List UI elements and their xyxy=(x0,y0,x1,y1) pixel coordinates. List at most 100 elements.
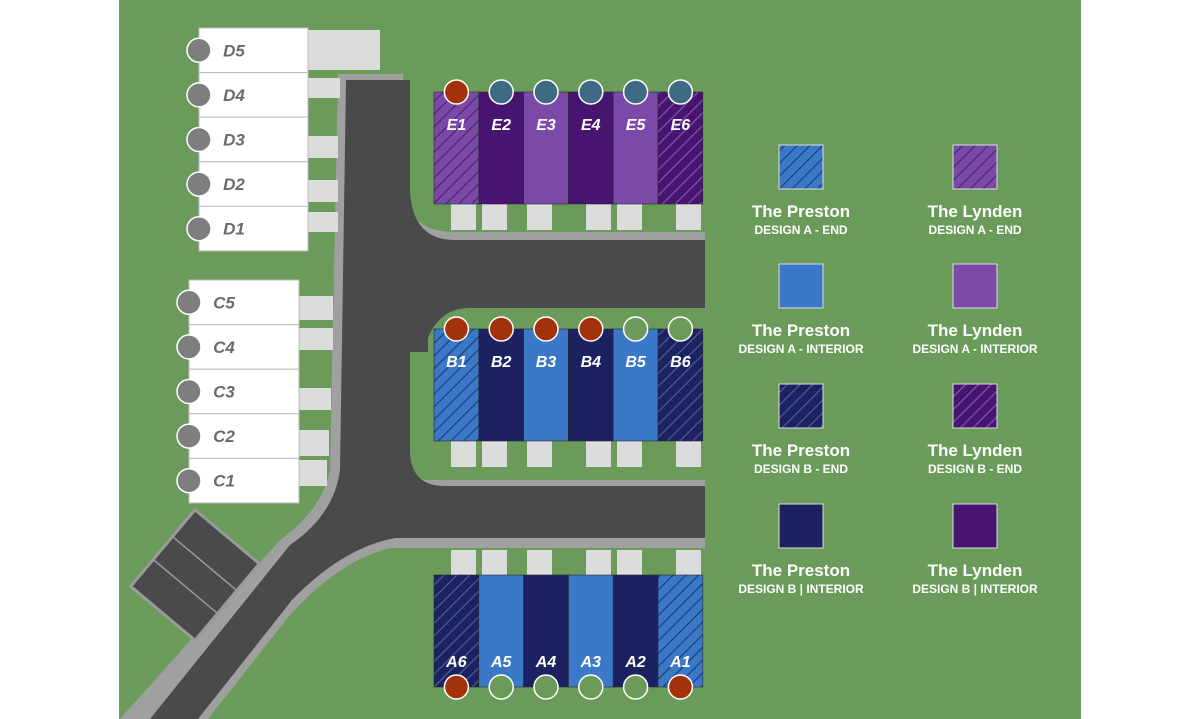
lot-c4[interactable]: C4 xyxy=(176,324,300,370)
legend-name: The Lynden xyxy=(928,441,1023,460)
legend-design: DESIGN B - END xyxy=(754,462,848,476)
lot-label: B6 xyxy=(670,354,691,371)
lot-b4[interactable]: B4 xyxy=(568,316,614,467)
legend-design: DESIGN A - END xyxy=(754,223,847,237)
lot-status-marker xyxy=(622,674,649,700)
lot-parcel xyxy=(198,205,309,252)
lot-label: A4 xyxy=(535,654,557,671)
lot-a3[interactable]: A3 xyxy=(568,550,614,700)
lot-e6[interactable]: E6 xyxy=(657,79,704,230)
lot-a2[interactable]: A2 xyxy=(612,550,659,700)
legend-swatch xyxy=(778,503,824,549)
lot-d4[interactable]: D4 xyxy=(186,72,309,118)
legend-swatch xyxy=(952,263,998,309)
townhome-unit xyxy=(657,91,704,205)
c-driveways xyxy=(299,296,333,486)
legend-name: The Preston xyxy=(752,441,850,460)
lot-label: B3 xyxy=(536,354,557,371)
lot-b2[interactable]: B2 xyxy=(478,316,524,467)
lot-label: B4 xyxy=(581,354,602,371)
lot-status-marker xyxy=(667,79,694,105)
lot-status-marker xyxy=(622,79,649,105)
lot-status-marker xyxy=(186,82,212,108)
lot-c3[interactable]: C3 xyxy=(176,368,300,415)
lot-e2[interactable]: E2 xyxy=(478,79,524,230)
lot-label: A6 xyxy=(445,654,467,671)
lot-e1[interactable]: E1 xyxy=(433,79,480,230)
legend-name: The Lynden xyxy=(928,202,1023,221)
lot-status-marker xyxy=(533,79,559,105)
driveway xyxy=(527,441,552,467)
driveway xyxy=(586,550,611,576)
lot-status-marker xyxy=(667,674,694,700)
lot-parcel xyxy=(198,161,309,207)
lot-parcel xyxy=(188,457,300,504)
legend-name: The Lynden xyxy=(928,561,1023,580)
lot-e4[interactable]: E4 xyxy=(568,79,614,230)
lot-parcel xyxy=(188,324,300,370)
lot-status-marker xyxy=(578,674,604,700)
lot-b3[interactable]: B3 xyxy=(523,316,569,467)
lot-c1[interactable]: C1 xyxy=(176,457,300,504)
lot-d3[interactable]: D3 xyxy=(186,116,309,163)
lot-d5[interactable]: D5 xyxy=(186,27,309,74)
lot-status-marker xyxy=(488,674,514,700)
lot-label: E3 xyxy=(536,117,556,134)
legend-swatch xyxy=(778,144,824,190)
legend-swatch xyxy=(778,383,824,429)
townhome-unit xyxy=(478,574,524,688)
driveway xyxy=(617,204,642,230)
lot-c5[interactable]: C5 xyxy=(176,279,300,326)
lot-e3[interactable]: E3 xyxy=(523,79,569,230)
townhome-unit xyxy=(433,574,480,688)
legend-design: DESIGN A - INTERIOR xyxy=(738,342,863,356)
lot-a5[interactable]: A5 xyxy=(478,550,524,700)
lot-a1[interactable]: A1 xyxy=(657,550,704,700)
lot-status-marker xyxy=(622,316,649,342)
lot-label: D4 xyxy=(223,86,245,105)
lot-d2[interactable]: D2 xyxy=(186,161,309,207)
lot-status-marker xyxy=(186,215,212,242)
townhome-unit xyxy=(568,328,614,442)
lot-b6[interactable]: B6 xyxy=(657,316,704,467)
townhome-unit xyxy=(478,328,524,442)
driveway xyxy=(617,550,642,576)
lot-status-marker xyxy=(488,79,514,105)
lot-parcel xyxy=(188,279,300,326)
driveway xyxy=(527,204,552,230)
townhome-unit xyxy=(433,328,480,442)
townhome-unit xyxy=(568,91,614,205)
driveway xyxy=(482,550,507,576)
lot-label: D3 xyxy=(223,131,245,150)
lot-e5[interactable]: E5 xyxy=(612,79,659,230)
legend-design: DESIGN B - END xyxy=(928,462,1022,476)
driveway xyxy=(586,441,611,467)
lot-a6[interactable]: A6 xyxy=(433,550,480,700)
townhome-unit xyxy=(433,91,480,205)
lot-status-marker xyxy=(443,316,470,342)
legend-name: The Preston xyxy=(752,561,850,580)
townhome-unit xyxy=(523,328,569,442)
lot-b5[interactable]: B5 xyxy=(612,316,659,467)
lot-parcel xyxy=(198,116,309,163)
lot-status-marker xyxy=(176,378,202,405)
lot-label: E1 xyxy=(447,117,467,134)
lot-b1[interactable]: B1 xyxy=(433,316,480,467)
d-driveways xyxy=(308,30,380,232)
lot-label: C4 xyxy=(213,338,235,357)
legend-design: DESIGN A - END xyxy=(928,223,1021,237)
driveway xyxy=(482,204,507,230)
lot-c2[interactable]: C2 xyxy=(176,413,300,459)
lot-parcel xyxy=(188,413,300,459)
lot-label: A5 xyxy=(490,654,513,671)
driveway xyxy=(676,204,701,230)
lot-status-marker xyxy=(186,126,212,153)
lot-d1[interactable]: D1 xyxy=(186,205,309,252)
lot-status-marker xyxy=(176,423,202,449)
